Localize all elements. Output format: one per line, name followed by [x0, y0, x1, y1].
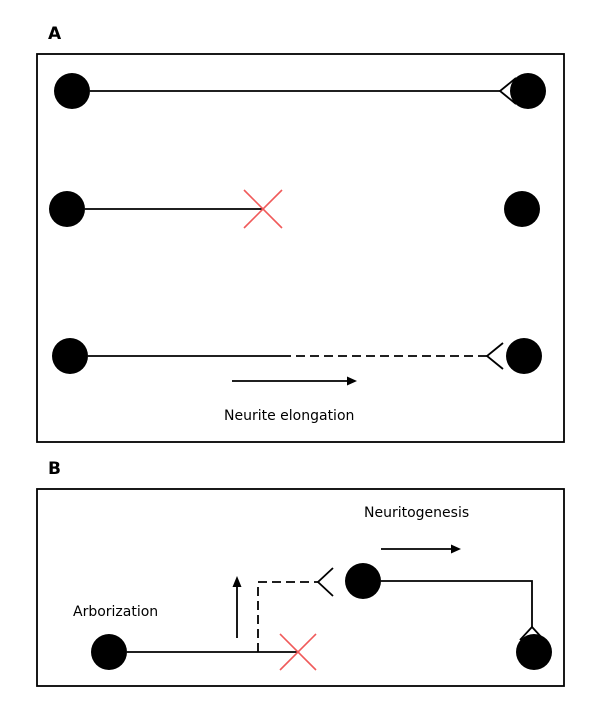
neuron-cell-body	[91, 634, 127, 670]
neurite-line	[381, 580, 533, 627]
neuron-cell-body	[345, 563, 381, 599]
panel-b-frame	[36, 488, 565, 687]
regrowth-dashed-line	[257, 581, 318, 652]
neuron-cell-body	[52, 338, 88, 374]
red-x-block-icon	[279, 633, 317, 671]
target-neuron	[510, 73, 546, 109]
neuron-cell-body	[54, 73, 90, 109]
target-neuron	[516, 634, 552, 670]
growth-cone-icon	[498, 77, 517, 105]
target-neuron	[506, 338, 542, 374]
arrow-head	[347, 376, 357, 386]
neuron-cell-body	[49, 191, 85, 227]
arrow-head	[451, 544, 461, 554]
panel-b-label: B	[48, 459, 61, 479]
growth-cone-icon	[485, 342, 504, 370]
panel-a-label: A	[48, 24, 62, 44]
arborization-caption: Arborization	[73, 604, 159, 620]
red-x-block-icon	[243, 189, 283, 229]
panel-a-frame	[36, 53, 565, 443]
neurite-elongation-caption: Neurite elongation	[224, 408, 355, 424]
growth-cone-icon	[316, 567, 334, 597]
neuritogenesis-caption: Neuritogenesis	[364, 505, 470, 521]
target-neuron	[504, 191, 540, 227]
arrow-head	[232, 576, 242, 587]
